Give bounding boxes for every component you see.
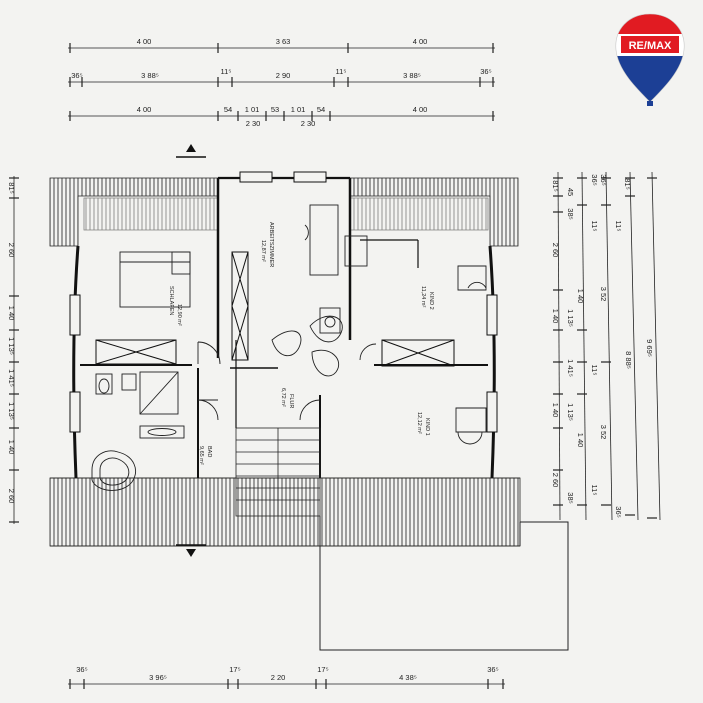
doors [197,315,377,421]
right-dimension-labels: 81⁵ 45 38⁵ 2 60 1 13⁵ 1 40 1 41⁵ 1 40 1 … [551,174,654,517]
dim-label: 3 52 [599,287,608,302]
dim-label: 11⁵ [614,221,623,232]
top-dimension-chains [68,43,495,121]
dim-label: 2 30 [246,119,261,128]
shafts [95,251,455,367]
room-area-arbeitszimmer: 12,87 m² [260,240,266,262]
dim-label: 45 [566,188,575,196]
dim-label: 54 [224,105,232,114]
dim-label: 4 38⁵ [399,673,417,682]
dim-label: 11⁵ [221,67,232,76]
dim-label: 9 69⁵ [645,339,654,357]
dim-label: 2 60 [7,489,16,504]
dim-label: 2 60 [551,243,560,258]
walls [72,176,496,479]
dim-label: 36⁵ [487,665,498,674]
dim-label: 36⁵ [614,506,623,517]
room-name-schlafen: SCHLAFEN [168,286,174,315]
dim-label: 3 88⁵ [141,71,159,80]
dim-label: 1 40 [551,309,560,324]
dim-label: 3 96⁵ [149,673,167,682]
dim-label: 1 01 [245,105,260,114]
left-dimension-labels: 81⁵ 2 60 1 40 1 13⁵ 1 41⁵ 1 13⁵ 1 40 2 6… [7,182,16,503]
dim-label: 1 40 [7,306,16,321]
dim-label: 54 [317,105,325,114]
dim-label: 1 40 [7,440,16,455]
dim-label: 2 60 [7,243,16,258]
dim-label: 2 30 [301,119,316,128]
room-area-kind1: 12,12 m² [416,412,422,434]
room-labels: 12,87 m² ARBEITSZIMMER SCHLAFEN 12,90 m²… [168,222,434,465]
dim-label: 38⁵ [566,492,575,503]
dim-label: 11⁵ [590,485,599,496]
dim-label: 3 52 [599,425,608,440]
dim-label: 38⁵ [566,208,575,219]
dim-label: 1 13⁵ [7,337,16,355]
dim-label: 1 13⁵ [566,403,575,421]
dim-label: 1 40 [551,403,560,418]
furniture [119,204,487,445]
room-name-arbeitszimmer: ARBEITSZIMMER [268,222,274,267]
dim-label: 3 88⁵ [403,71,421,80]
dim-label: 53 [271,105,279,114]
dim-label: 1 40 [576,289,585,304]
dim-label: 1 13⁵ [566,309,575,327]
dim-label: 2 20 [271,673,286,682]
windows [69,171,498,433]
dim-label: 11⁵ [336,67,347,76]
room-name-flur: FLUR [288,394,294,408]
remax-logo: RE/MAX [615,13,685,106]
dim-label: 36⁵ [599,174,608,185]
room-name-kind1: KIND 1 [424,418,430,436]
room-name-bad: BAD [206,446,212,457]
dim-label: 4 00 [413,37,428,46]
dim-label: 2 90 [276,71,291,80]
bottom-dimension-labels: 36⁵ 3 96⁵ 17⁵ 2 20 17⁵ 4 38⁵ 36⁵ [76,665,498,682]
room-area-kind2: 11,24 m² [420,286,426,307]
dim-label: 4 00 [413,105,428,114]
dim-label: 36⁵ [480,67,491,76]
right-dimension-chains [553,171,661,521]
section-markers [176,144,206,557]
dim-label: 36⁵ [71,71,82,80]
room-area-schlafen: 12,90 m² [176,304,182,326]
terrace-outline [319,516,569,651]
dim-label: 1 01 [291,105,306,114]
dim-label: 81⁵ [7,182,16,193]
bathroom-fixtures [91,371,185,491]
dim-label: 8 88⁵ [624,351,633,369]
room-area-bad: 9,65 m² [198,446,204,465]
dim-label: 17⁵ [229,665,240,674]
dim-label: 2 60 [551,473,560,488]
dim-label: 1 41⁵ [566,359,575,377]
dim-label: 1 41⁵ [7,369,16,387]
dim-label: 36⁵ [590,174,599,185]
top-dimension-labels: 4 00 3 63 4 00 36⁵ 3 88⁵ 11⁵ 2 90 11⁵ 3 … [71,37,491,128]
dim-label: 36⁵ [76,665,87,674]
dim-label: 4 00 [137,37,152,46]
dim-label: 81⁵ [551,180,560,191]
dim-label: 11⁵ [590,221,599,232]
dim-label: 11⁵ [590,365,599,376]
dim-label: 1 40 [576,433,585,448]
room-area-flur: 6,72 m² [280,388,286,407]
staircase [235,427,321,517]
dim-label: 17⁵ [317,665,328,674]
dim-label: 4 00 [137,105,152,114]
left-dimension-chain [9,176,19,524]
dim-label: 1 13⁵ [7,402,16,420]
remax-logo-text: RE/MAX [629,40,672,52]
roof-hatching [49,177,521,547]
dim-label: 81⁵ [623,178,632,189]
bottom-dimension-chain [68,679,505,689]
dim-label: 3 63 [276,37,291,46]
room-name-kind2: KIND 2 [428,292,434,310]
